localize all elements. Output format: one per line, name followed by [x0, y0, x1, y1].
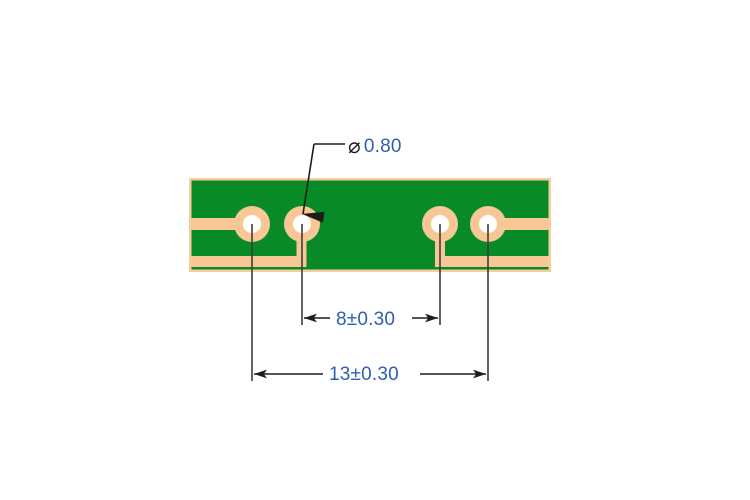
trace-lower-right [435, 256, 549, 267]
trace-lower-left [191, 256, 307, 267]
diameter-symbol-icon: ⌀ [348, 135, 361, 158]
pcb-board-group [189, 178, 551, 272]
extension-lines [251, 224, 489, 381]
diameter-value: 0.80 [363, 136, 402, 157]
outer-span-dimension-label: 13±0.30 [329, 364, 399, 385]
inner-pitch-dimension-label: 8±0.30 [336, 309, 396, 330]
diameter-leader-group [302, 143, 345, 223]
hole-diameter-callout-label: ⌀0.80 [348, 133, 402, 158]
leader-line-slanted [302, 143, 325, 223]
